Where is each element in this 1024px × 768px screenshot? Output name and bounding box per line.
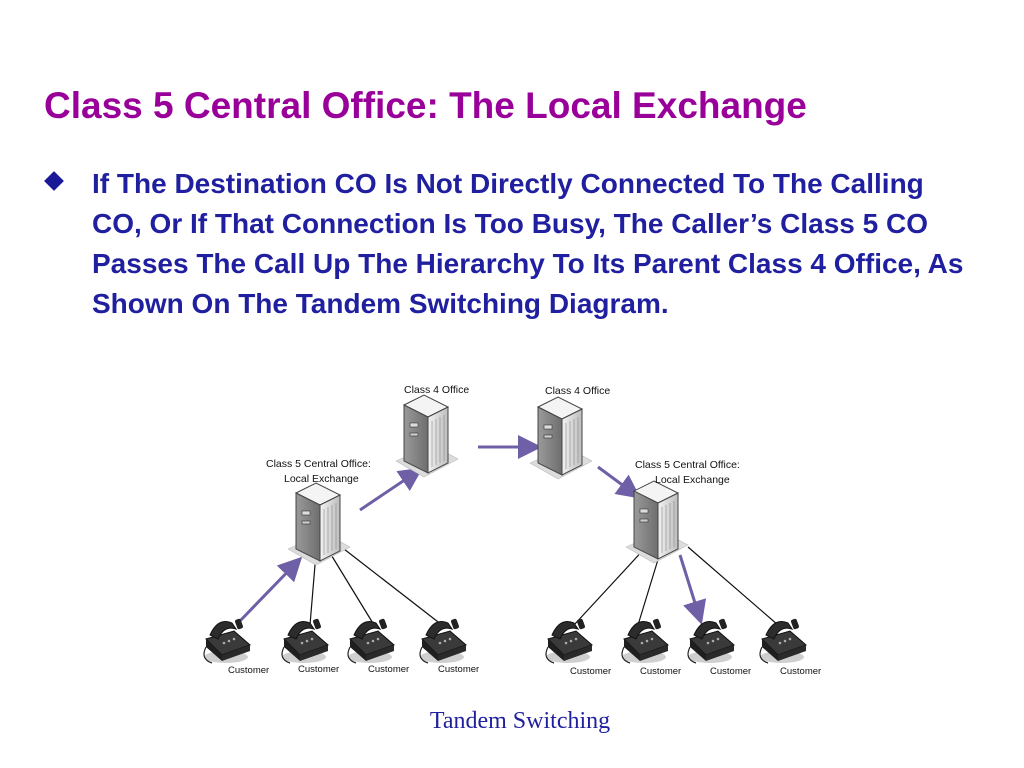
telephone-icon	[759, 617, 807, 664]
link-co5right-cust5	[573, 546, 647, 626]
slide-title: Class 5 Central Office: The Local Exchan…	[44, 85, 807, 126]
class4-office-left-server-icon	[395, 394, 459, 478]
telephone-icon	[545, 617, 593, 664]
class5-office-left-server-icon	[287, 482, 351, 566]
link-co5left-cust4	[343, 548, 443, 626]
telephone-icon	[621, 617, 669, 664]
customer-phones	[203, 617, 807, 664]
arrow-co5left-to-co4left	[359, 467, 423, 512]
customer-label: Customer	[710, 666, 751, 677]
class5-left-label-1: Class 5 Central Office:	[266, 458, 371, 470]
link-co5right-cust8	[687, 546, 779, 626]
link-co5left-cust3	[329, 552, 375, 626]
class5-right-label-2: Local Exchange	[655, 474, 730, 486]
class4-left-label: Class 4 Office	[404, 384, 469, 396]
customer-label: Customer	[228, 665, 269, 676]
call-path	[236, 435, 707, 625]
class5-right-label-1: Class 5 Central Office:	[635, 459, 740, 471]
telephone-icon	[347, 617, 395, 664]
customer-label: Customer	[298, 664, 339, 675]
bullet-text: If The Destination CO Is Not Directly Co…	[92, 168, 964, 319]
diamond-bullet-icon	[44, 171, 64, 191]
customer-label: Customer	[640, 666, 681, 677]
arrow-cust1-to-co5left	[236, 556, 303, 625]
class4-office-right-server-icon	[529, 396, 593, 480]
link-co5left-cust2	[309, 552, 317, 626]
customer-label: Customer	[438, 664, 479, 675]
customer-label: Customer	[368, 664, 409, 675]
class4-right-label: Class 4 Office	[545, 385, 610, 397]
diagram-caption: Tandem Switching	[429, 708, 611, 734]
class5-left-label-2: Local Exchange	[284, 473, 359, 485]
telephone-icon	[281, 617, 329, 664]
plain-links	[309, 546, 779, 626]
telephone-icon	[419, 617, 467, 664]
customer-label: Customer	[780, 666, 821, 677]
telephone-icon	[687, 617, 735, 664]
telephone-icon	[203, 617, 251, 664]
customer-label: Customer	[570, 666, 611, 677]
class5-office-right-server-icon	[625, 480, 689, 564]
arrow-co4right-to-co5right	[597, 465, 641, 499]
arrow-co5right-to-cust7	[678, 554, 707, 625]
link-co5right-cust6	[637, 552, 661, 626]
tandem-switching-diagram: Class 4 Office Class 4 Office Class 5 Ce…	[203, 384, 821, 677]
